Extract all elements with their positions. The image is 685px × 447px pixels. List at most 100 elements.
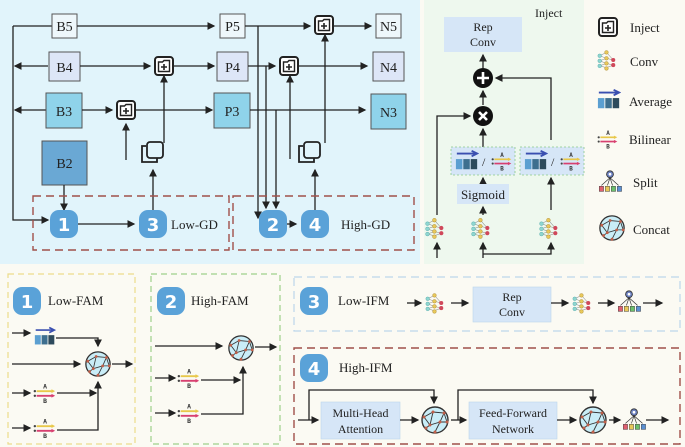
low-ifm-title: Low-IFM	[338, 293, 390, 308]
svg-text:Bilinear: Bilinear	[629, 132, 672, 147]
conv-icon	[572, 293, 591, 314]
b4-node: B4	[48, 51, 81, 82]
bilinear-icon	[177, 366, 201, 390]
high-gd-label: High-GD	[341, 217, 390, 232]
low-fam-badge: 1	[13, 287, 41, 315]
conv-icon	[425, 293, 444, 314]
module-1-badge: 1	[50, 210, 78, 238]
b3-node: B3	[45, 92, 83, 129]
legend-item-conv: Conv	[597, 50, 659, 71]
svg-text:3: 3	[147, 215, 160, 236]
svg-text:P3: P3	[225, 105, 240, 120]
concat-icon	[85, 351, 112, 378]
svg-text:Average: Average	[629, 94, 672, 109]
low-ifm-box	[293, 276, 681, 332]
n4-node: N4	[372, 51, 405, 82]
low-gd-box	[32, 195, 230, 251]
module-2-badge: 2	[259, 210, 287, 238]
svg-text:B4: B4	[56, 61, 72, 76]
inject-icon	[116, 100, 136, 120]
svg-text:Attention: Attention	[338, 422, 383, 436]
legend-item-concat: Concat	[599, 215, 670, 242]
svg-text:Rep: Rep	[502, 290, 521, 304]
svg-text:1: 1	[21, 292, 34, 313]
svg-text:/: /	[482, 155, 486, 169]
svg-text:3: 3	[308, 292, 321, 313]
legend-item-split: Split	[598, 170, 658, 192]
svg-text:/: /	[551, 155, 555, 169]
sigmoid-block: Sigmoid	[457, 184, 509, 204]
svg-text:Conv: Conv	[630, 54, 659, 69]
b5-node: B5	[51, 13, 78, 39]
svg-text:Multi-Head: Multi-Head	[333, 406, 389, 420]
p5-node: P5	[219, 13, 246, 39]
svg-text:B3: B3	[56, 105, 72, 120]
svg-text:Concat: Concat	[633, 222, 670, 237]
svg-text:B5: B5	[56, 20, 72, 35]
concat-icon	[421, 406, 450, 435]
svg-text:Rep: Rep	[473, 20, 492, 34]
legend-item-inject: Inject	[598, 17, 660, 37]
average-icon	[524, 149, 548, 171]
svg-text:P5: P5	[225, 20, 240, 35]
svg-text:4: 4	[309, 215, 322, 236]
b2-node: B2	[41, 140, 88, 186]
inject-icon	[279, 56, 299, 76]
multiply-op-icon	[473, 106, 493, 126]
svg-text:Conv: Conv	[499, 305, 525, 319]
average-icon	[597, 88, 621, 110]
multi-head-attention-block: Multi-Head Attention	[320, 401, 401, 440]
low-ifm-badge: 3	[300, 287, 328, 315]
low-gd-label: Low-GD	[171, 217, 218, 232]
svg-text:2: 2	[267, 215, 280, 236]
inject-icon	[598, 17, 618, 37]
p3-node: P3	[213, 92, 251, 129]
feed-forward-network-block: Feed-Forward Network	[468, 401, 558, 440]
low-fam-box	[7, 273, 136, 445]
svg-text:Split: Split	[633, 175, 658, 190]
svg-text:N4: N4	[380, 61, 397, 76]
concat-icon	[599, 215, 626, 242]
svg-text:N3: N3	[380, 106, 397, 121]
svg-text:Inject: Inject	[630, 20, 660, 35]
add-op-icon	[473, 68, 493, 88]
concat-icon	[228, 335, 255, 362]
p4-node: P4	[216, 51, 249, 82]
high-fam-title: High-FAM	[191, 293, 249, 308]
svg-text:B2: B2	[56, 157, 72, 172]
split-icon	[622, 408, 646, 430]
svg-text:N5: N5	[380, 20, 397, 35]
svg-text:2: 2	[165, 292, 178, 313]
legend-item-average: Average	[597, 88, 672, 110]
average-icon	[455, 149, 479, 171]
high-gd-box	[232, 195, 415, 251]
inject-repconv-block: Rep Conv	[444, 17, 522, 52]
n5-node: N5	[375, 13, 402, 39]
low-fam-title: Low-FAM	[48, 293, 104, 308]
svg-text:Network: Network	[492, 422, 534, 436]
svg-text:Sigmoid: Sigmoid	[461, 187, 506, 202]
svg-text:1: 1	[58, 215, 71, 236]
svg-text:P4: P4	[225, 61, 240, 76]
avg-bilinear-block-left: /	[450, 146, 516, 176]
high-fam-box	[150, 273, 281, 445]
svg-text:Feed-Forward: Feed-Forward	[479, 406, 547, 420]
inject-icon	[154, 56, 174, 76]
svg-text:Conv: Conv	[470, 35, 496, 49]
inject-title: Inject	[535, 6, 563, 20]
n3-node: N3	[370, 93, 407, 130]
inject-icon	[314, 15, 334, 35]
average-icon	[34, 326, 56, 346]
bilinear-icon	[33, 416, 57, 440]
high-ifm-title: High-IFM	[339, 360, 393, 375]
legend-item-bilinear: Bilinear	[597, 129, 672, 151]
bilinear-icon	[33, 381, 57, 405]
low-ifm-repconv-block: Rep Conv	[472, 286, 552, 323]
bilinear-icon	[177, 401, 201, 425]
module-4-badge: 4	[301, 210, 329, 238]
split-icon	[617, 290, 641, 312]
high-fam-badge: 2	[157, 287, 185, 315]
high-ifm-badge: 4	[300, 354, 328, 382]
svg-text:4: 4	[308, 359, 321, 380]
